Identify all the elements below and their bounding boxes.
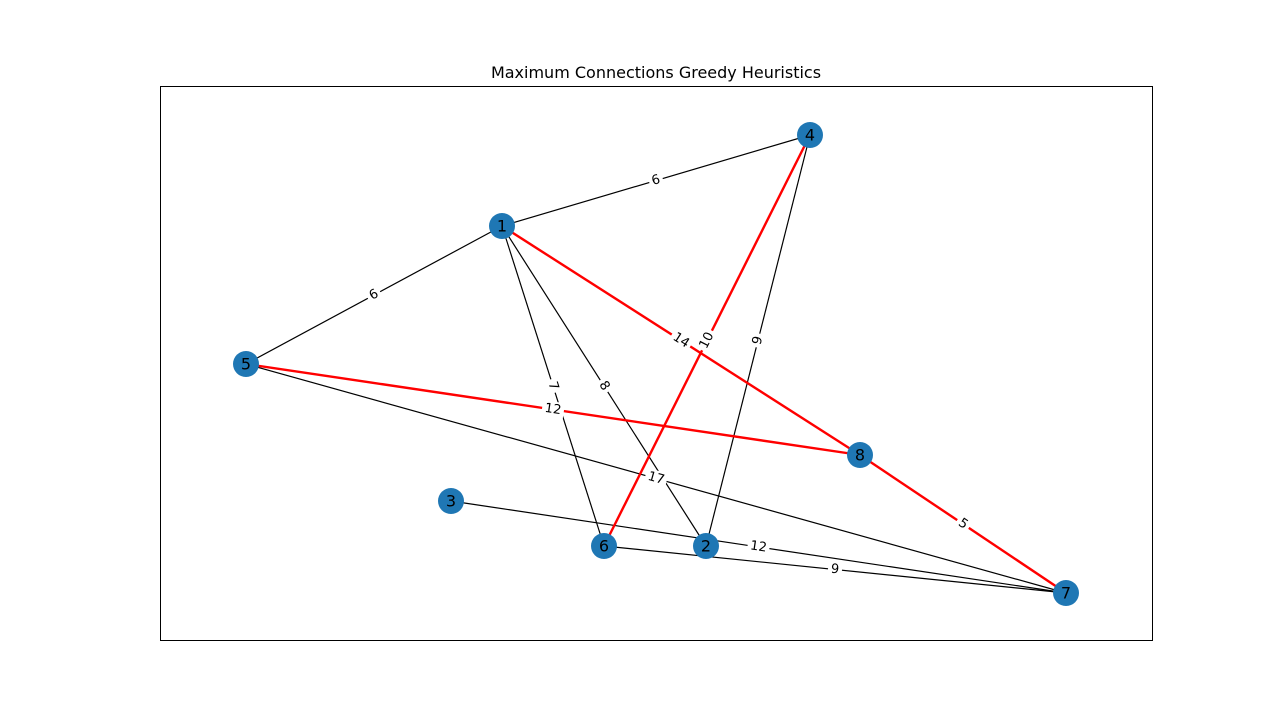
edge-label-group: 14 [667, 327, 695, 354]
node-circle [489, 213, 515, 239]
node-2: 2 [693, 533, 719, 559]
node-6: 6 [591, 533, 617, 559]
node-circle [591, 533, 617, 559]
edge-label-group: 5 [952, 513, 974, 535]
node-circle [847, 442, 873, 468]
node-circle [233, 351, 259, 377]
node-label: 8 [855, 446, 865, 465]
node-label: 6 [599, 537, 609, 556]
edge-label-background [694, 327, 720, 354]
node-label: 3 [446, 492, 456, 511]
edge-weight-label: 12 [749, 538, 768, 555]
edge-label-group: 10 [694, 327, 720, 354]
edge-label-background [647, 170, 665, 191]
node-8: 8 [847, 442, 873, 468]
edge-weight-label: 10 [697, 330, 718, 352]
edge-label-background [748, 331, 768, 350]
edge-label-group: 9 [748, 331, 768, 350]
edge-weight-label: 17 [646, 469, 666, 488]
edge-label-background [543, 376, 563, 396]
node-circle [797, 122, 823, 148]
node-1: 1 [489, 213, 515, 239]
edge-weight-label: 9 [750, 335, 767, 347]
edge-weight-label: 12 [544, 401, 563, 418]
node-4: 4 [797, 122, 823, 148]
node-3: 3 [438, 488, 464, 514]
edge-label-group: 12 [746, 537, 771, 557]
edge-label-background [746, 537, 771, 557]
node-circle [693, 533, 719, 559]
edge-label-group: 17 [643, 467, 669, 490]
node-circle [1053, 580, 1079, 606]
node-7: 7 [1053, 580, 1079, 606]
edge-label-background [667, 327, 695, 354]
edge-label-group: 9 [827, 560, 843, 579]
node-circle [438, 488, 464, 514]
edge-weight-label: 6 [650, 172, 662, 189]
edge-label-group: 6 [647, 170, 665, 191]
edge-label-background [952, 513, 974, 535]
edge-label-group: 7 [543, 376, 563, 396]
node-label: 5 [241, 355, 251, 374]
edge-label-background [827, 560, 843, 579]
edge-label-background [643, 467, 669, 490]
node-label: 7 [1061, 584, 1071, 603]
edge-label-group: 12 [540, 399, 566, 420]
edge-label-background [593, 375, 615, 397]
node-label: 1 [497, 217, 507, 236]
edge-weight-label: 9 [830, 562, 840, 578]
node-label: 2 [701, 537, 711, 556]
edge-label-background [364, 284, 384, 306]
plot-frame [160, 86, 1153, 641]
edge-label-group: 6 [364, 284, 384, 306]
edge-label-background [540, 399, 566, 420]
plot-title: Maximum Connections Greedy Heuristics [491, 63, 821, 82]
node-5: 5 [233, 351, 259, 377]
edge-label-group: 8 [593, 375, 615, 397]
node-label: 4 [805, 126, 815, 145]
